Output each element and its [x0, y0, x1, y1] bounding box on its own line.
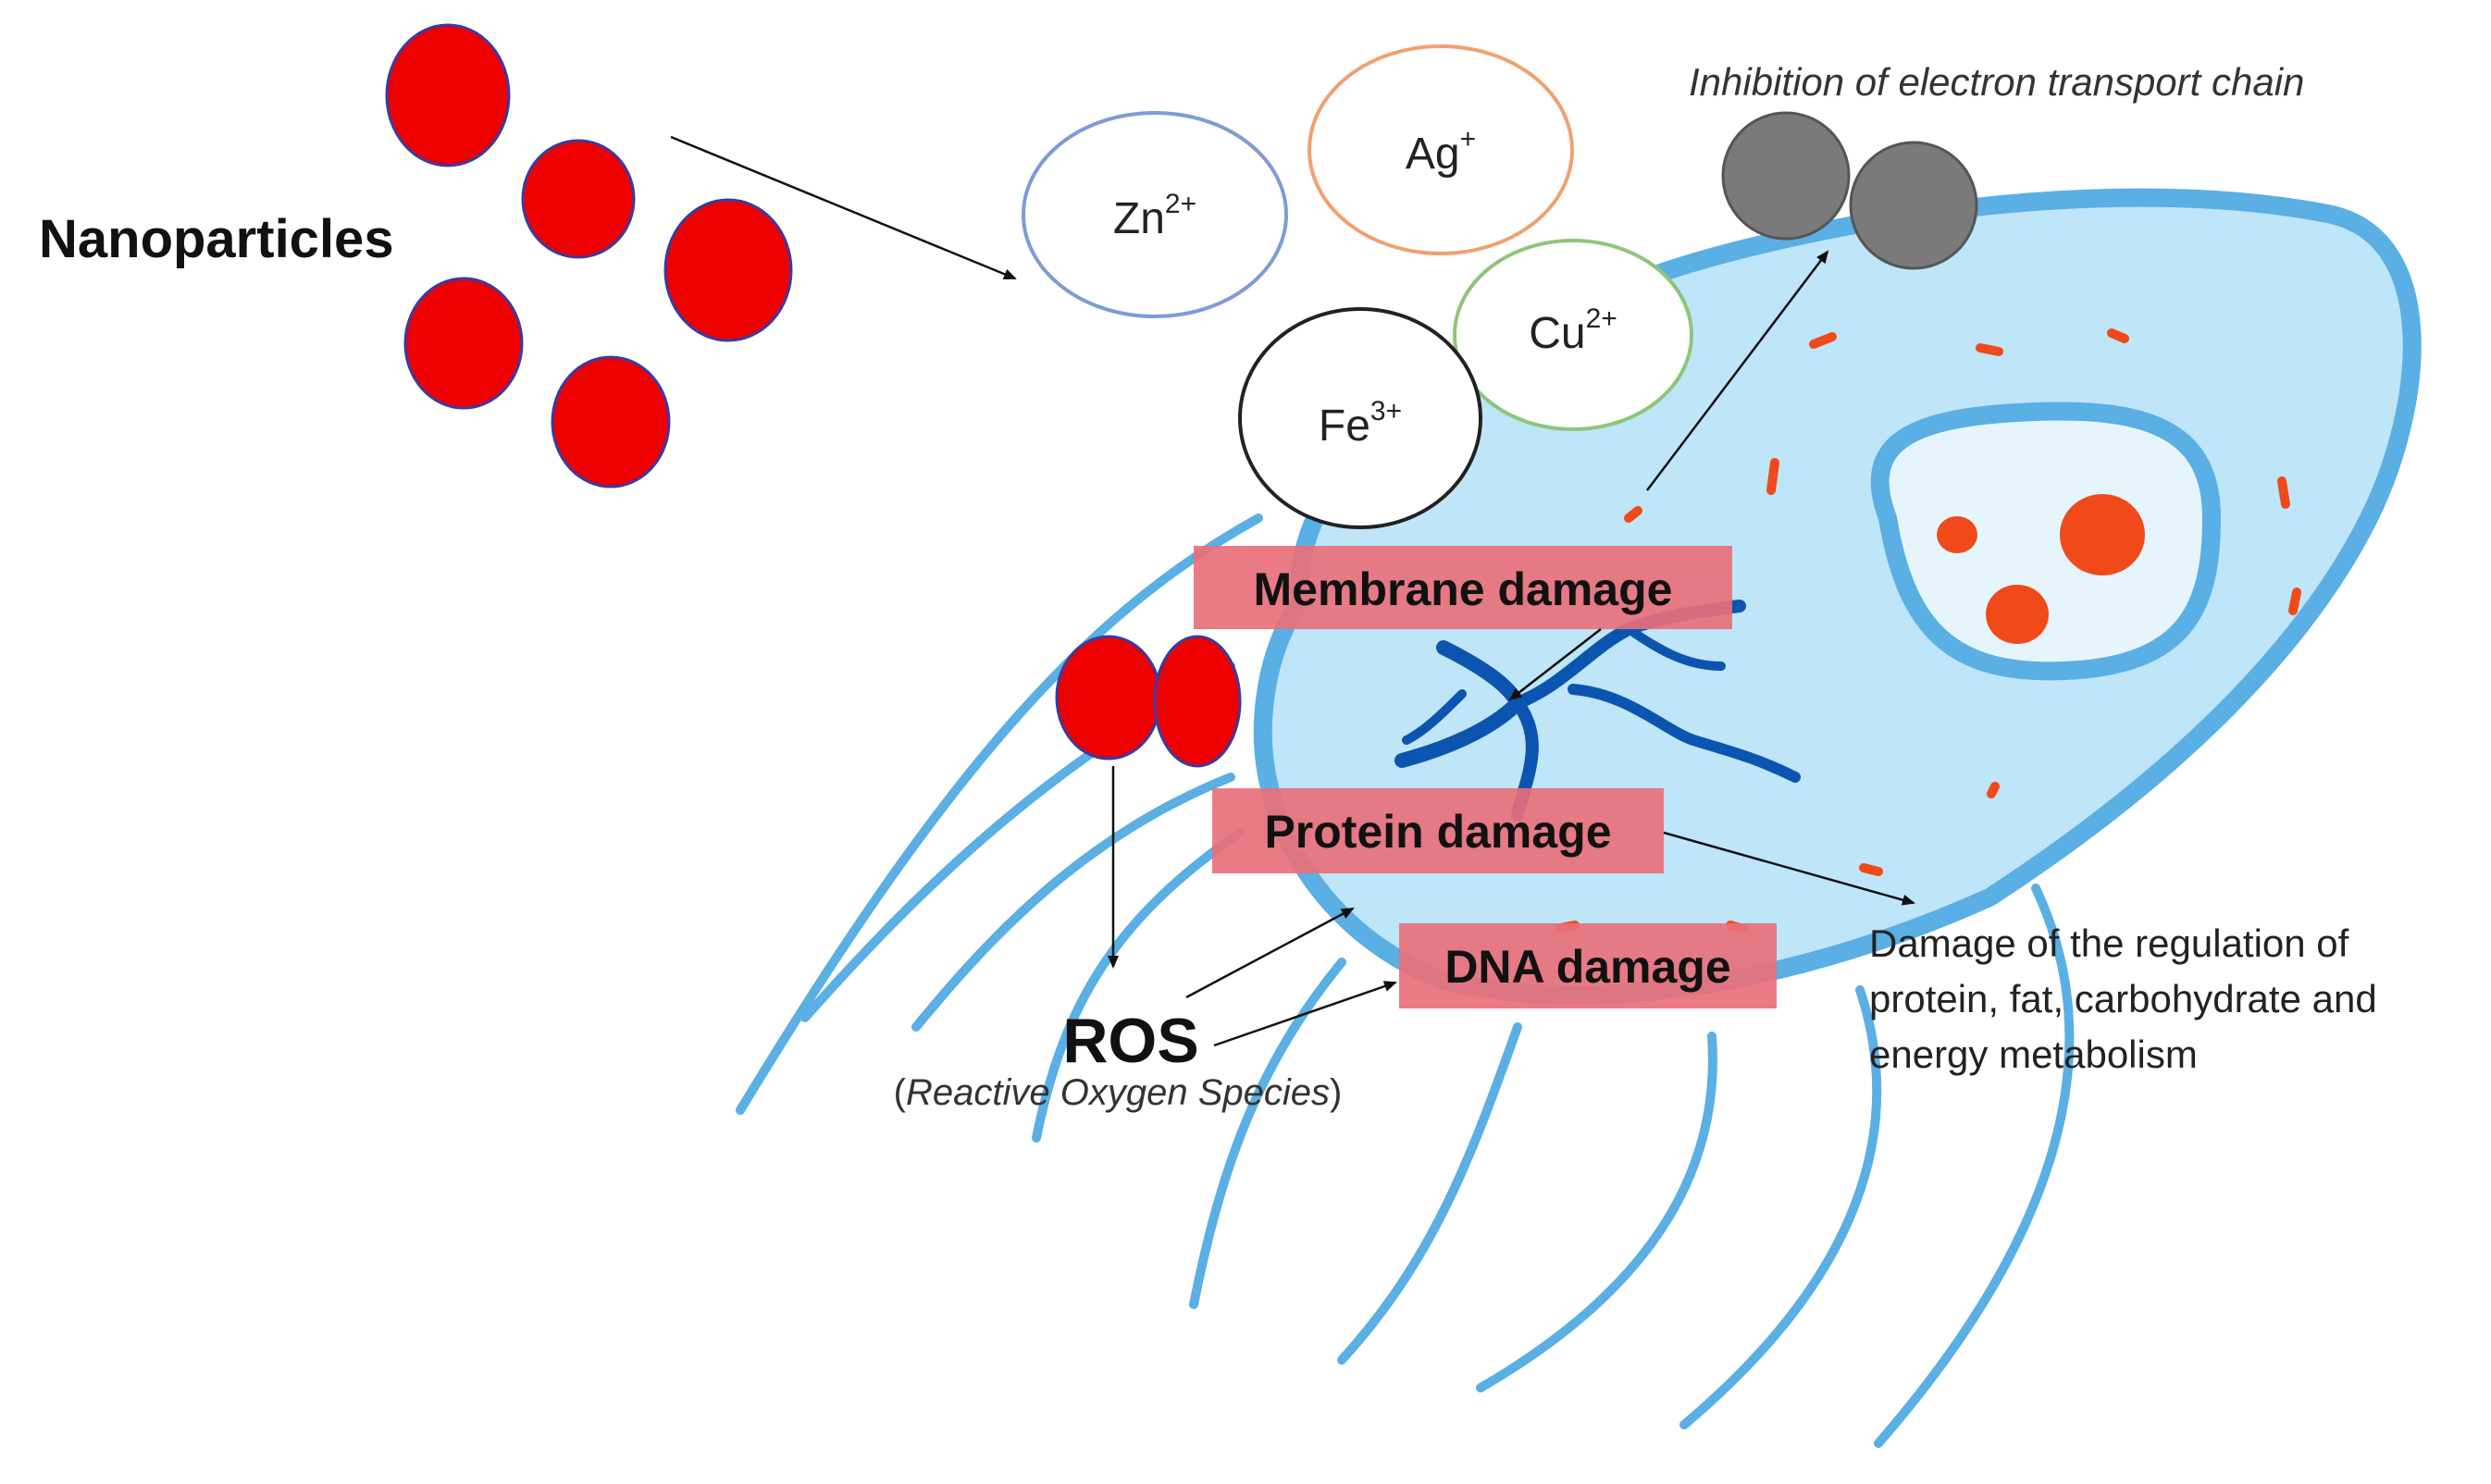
flagellum [1679, 985, 1882, 1429]
nanoparticle [403, 277, 524, 410]
cytoplasm-spot [1766, 458, 1779, 495]
cytoplasm-spot [1976, 343, 2003, 356]
ion-fe-ring [1238, 307, 1482, 529]
nanoparticle [1153, 635, 1242, 768]
ion-zn-ring [1022, 111, 1288, 318]
dna-damage-label: DNA damage [1444, 941, 1730, 993]
membrane-damage-label: Membrane damage [1254, 563, 1673, 615]
ion-fe: Fe3+ [1238, 307, 1482, 529]
nucleoid-spot [1937, 516, 1977, 553]
protein-damage-box [1212, 788, 1664, 873]
arrow-nanoparticles-to-ions [670, 135, 1017, 280]
nanoparticle [1055, 635, 1162, 761]
metabolism-line-2: protein, fat, carbohydrate and [1869, 977, 2377, 1020]
ion-ag-ring [1307, 44, 1574, 255]
ion-fe-symbol: Fe [1319, 402, 1370, 451]
ros-open-paren: ( [894, 1072, 907, 1113]
cytoplasm-spot [1987, 782, 2000, 798]
nanoparticle [385, 23, 511, 167]
arrow-membrane-to-dna [1508, 628, 1602, 701]
cytoplasm-spot [2277, 476, 2290, 509]
nucleoid-spot [2060, 494, 2145, 575]
flagellum [1337, 1022, 1522, 1365]
etc-inhibition-label: Inhibition of electron transport chain [1689, 60, 2304, 104]
ion-ag: Ag+ [1307, 44, 1574, 255]
ion-zn-symbol: Zn [1113, 194, 1165, 243]
ion-zn-charge: 2+ [1165, 189, 1196, 219]
cytoplasm-spot [1859, 863, 1883, 876]
nanoparticle-cluster [385, 23, 793, 488]
nucleoid [1870, 402, 2222, 681]
ion-cu-ring [1453, 239, 1693, 431]
nanoparticle [551, 355, 671, 488]
dna-damage-box [1399, 923, 1777, 1008]
flagellum [1476, 1032, 1717, 1392]
cytoplasm-spot [2288, 587, 2301, 615]
arrow-ros-to-dna [1213, 981, 1397, 1047]
dna-strand [1402, 689, 1467, 745]
ion-ag-label: Ag+ [1406, 124, 1476, 179]
flagellum [911, 773, 1235, 1032]
ion-fe-charge: 3+ [1370, 396, 1402, 427]
ion-cu-label: Cu2+ [1529, 303, 1617, 358]
arrow-ros-to-protein [1185, 907, 1355, 999]
membrane-damage-box [1194, 546, 1732, 629]
flagellum [1874, 884, 2075, 1448]
nanoparticles-label: Nanoparticles [39, 209, 394, 269]
etc-particle [1721, 111, 1851, 241]
nanoparticle [521, 139, 636, 259]
ion-cu-symbol: Cu [1529, 309, 1585, 358]
cytoplasm-spot [1624, 506, 1642, 523]
ros-full-name: (Reactive Oxygen Species) [894, 1072, 1343, 1113]
ion-cu-charge: 2+ [1586, 303, 1617, 334]
arrow-to-etc [1646, 250, 1829, 491]
ion-fe-label: Fe3+ [1319, 396, 1402, 451]
dna-strand [1624, 625, 1726, 671]
metabolism-damage-label: Damage of the regulation of protein, fat… [1869, 921, 2377, 1076]
ros-label: ROS [1062, 1006, 1198, 1076]
protein-damage-label: Protein damage [1264, 806, 1611, 858]
nucleoid-body [1870, 402, 2222, 681]
flagellum [1189, 958, 1346, 1309]
attached-nanoparticles [1055, 635, 1242, 768]
etc-particles [1721, 111, 1978, 270]
dna-strand [1568, 684, 1801, 783]
ion-ag-charge: + [1460, 124, 1477, 155]
nanoparticle [663, 198, 793, 342]
ros-full-text: Reactive Oxygen Species [906, 1072, 1330, 1113]
cytoplasm-spot [2107, 328, 2129, 343]
ion-zn: Zn2+ [1022, 111, 1288, 318]
ion-ag-symbol: Ag [1406, 130, 1460, 179]
cytoplasm-spot [1809, 332, 1837, 349]
flagellum [736, 513, 1263, 1115]
flagellum [1032, 828, 1245, 1143]
arrow-protein-to-metabolism [1663, 831, 1915, 906]
ion-cu: Cu2+ [1453, 239, 1693, 431]
ros-close-paren: ) [1330, 1072, 1342, 1113]
ion-zn-label: Zn2+ [1113, 189, 1196, 243]
metabolism-line-1: Damage of the regulation of [1869, 921, 2349, 965]
etc-particle [1849, 141, 1978, 270]
metabolism-line-3: energy metabolism [1869, 1033, 2198, 1076]
nucleoid-spot [1986, 585, 2049, 644]
